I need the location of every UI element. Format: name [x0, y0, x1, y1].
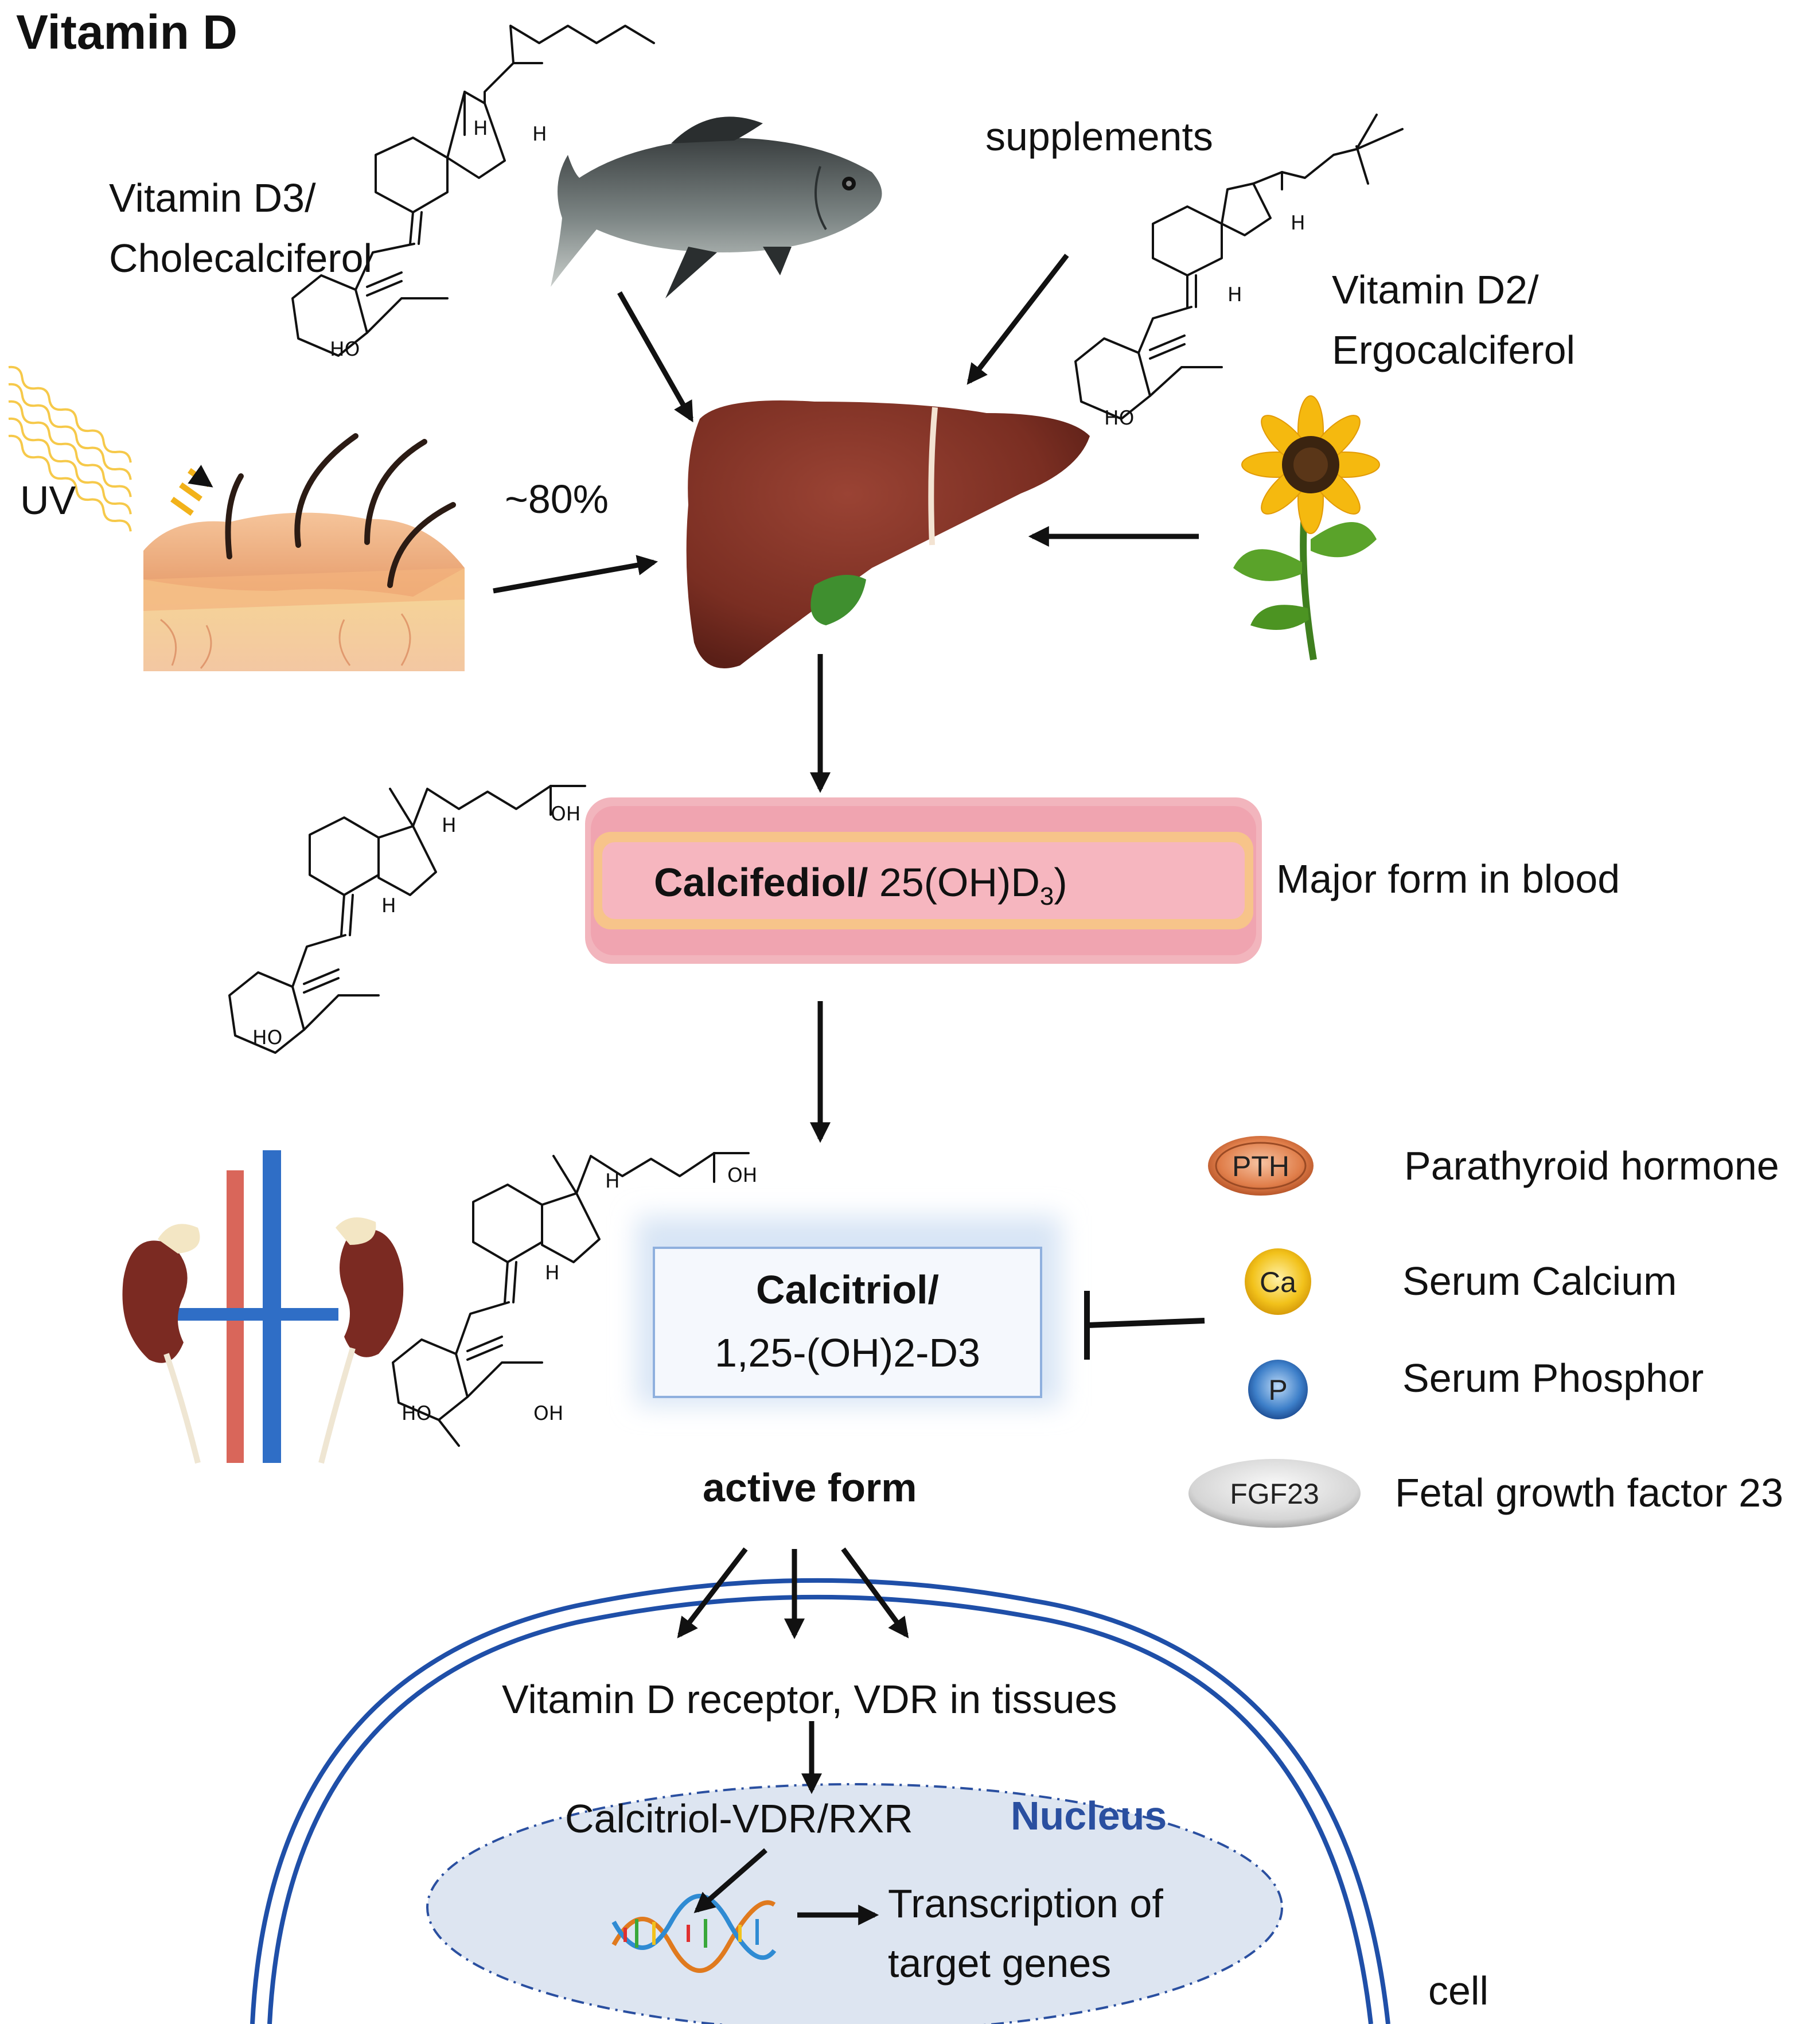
svg-text:H: H — [545, 1262, 560, 1285]
svg-text:H: H — [1227, 283, 1242, 306]
sunflower-icon — [1233, 395, 1380, 660]
arrow-supplements-to-liver — [966, 254, 1069, 385]
calcifediol-close-paren: ) — [1054, 860, 1067, 905]
liver-icon — [686, 400, 1090, 668]
svg-text:Ca: Ca — [1260, 1266, 1296, 1298]
svg-text:PTH: PTH — [1232, 1150, 1289, 1182]
regulator-label-p: Serum Phosphor — [1402, 1356, 1704, 1400]
calcitriol-label-line1: Calcitriol/ — [756, 1267, 939, 1312]
regulator-label-pth: Parathyroid hormone — [1404, 1143, 1779, 1188]
nucleus-shape — [426, 1783, 1283, 2024]
regulator-label-ca: Serum Calcium — [1402, 1259, 1677, 1303]
svg-text:HO: HO — [402, 1402, 431, 1425]
vitamin-d2-label-line1: Vitamin D2/ — [1332, 267, 1539, 312]
fgf23-badge: FGF23 — [1188, 1459, 1361, 1528]
arrow-complex-to-dna — [693, 1848, 767, 1913]
svg-text:H: H — [442, 814, 457, 837]
calcifediol-structure: OH H H HO — [228, 785, 586, 1054]
arrow-active-left — [677, 1547, 748, 1638]
blood-vessel — [585, 797, 1262, 964]
svg-text:HO: HO — [1104, 407, 1134, 430]
svg-text:OH: OH — [551, 803, 580, 826]
skin-percent-label: ~80% — [505, 477, 609, 521]
pth-badge: PTH — [1208, 1136, 1314, 1196]
calcitriol-label-line2: 1,25-(OH)2-D3 — [715, 1330, 980, 1375]
calcitriol-box — [653, 1247, 1042, 1398]
diagram-title: Vitamin D — [16, 5, 237, 59]
arrow-active-right — [841, 1547, 909, 1638]
svg-text:H: H — [473, 117, 488, 140]
nucleus-label: Nucleus — [1011, 1793, 1167, 1838]
cell-membrane — [250, 1578, 1390, 2024]
svg-text:HO: HO — [252, 1026, 282, 1049]
p-badge: P — [1248, 1360, 1308, 1419]
svg-text:OH: OH — [533, 1402, 563, 1425]
uv-rays-icon — [8, 365, 209, 532]
calcitriol-structure: OH H H HO OH — [392, 1152, 757, 1447]
svg-text:FGF23: FGF23 — [1230, 1478, 1319, 1510]
vitamin-d3-structure: H H HO — [291, 25, 655, 361]
vdr-label: Vitamin D receptor, VDR in tissues — [502, 1677, 1117, 1722]
svg-text:OH: OH — [727, 1164, 757, 1187]
active-form-label: active form — [703, 1465, 917, 1510]
complex-label: Calcitriol-VDR/RXR — [565, 1796, 913, 1841]
arrow-fish-to-liver — [617, 291, 693, 423]
skin-icon — [143, 433, 465, 671]
vitamin-d3-label-line2: Cholecalciferol — [109, 236, 373, 281]
inhibition-symbol — [1084, 1291, 1205, 1360]
calcifediol-subscript: 3 — [1039, 882, 1054, 910]
svg-text:H: H — [1291, 212, 1305, 235]
svg-text:H: H — [532, 123, 547, 146]
supplements-label: supplements — [985, 114, 1213, 159]
cell-label: cell — [1428, 1968, 1489, 2013]
fish-icon — [551, 116, 882, 298]
calcifediol-formula: 25(OH)D — [868, 860, 1040, 905]
svg-text:H: H — [381, 894, 396, 917]
svg-text:HO: HO — [330, 338, 360, 361]
arrow-skin-to-liver — [493, 555, 658, 594]
arrows — [493, 254, 1199, 1925]
uv-label: UV — [20, 478, 76, 523]
regulator-label-fgf23: Fetal growth factor 23 — [1395, 1470, 1783, 1515]
dna-icon — [611, 1894, 777, 1973]
vitamin-d3-label-line1: Vitamin D3/ — [109, 176, 316, 220]
transcription-label-line1: Transcription of — [888, 1881, 1163, 1926]
svg-text:H: H — [605, 1170, 620, 1193]
ca-badge: Ca — [1245, 1248, 1311, 1315]
vitamin-d2-structure: H H HO — [1074, 114, 1404, 430]
svg-text:P: P — [1268, 1374, 1287, 1406]
major-form-label: Major form in blood — [1276, 857, 1620, 901]
kidneys-icon — [122, 1150, 404, 1464]
calcifediol-name: Calcifediol/ — [654, 860, 868, 905]
transcription-label-line2: target genes — [888, 1941, 1112, 1986]
calcifediol-label: Calcifediol/ 25(OH)D3) — [654, 859, 1067, 912]
vitamin-d2-label-line2: Ergocalciferol — [1332, 328, 1576, 372]
